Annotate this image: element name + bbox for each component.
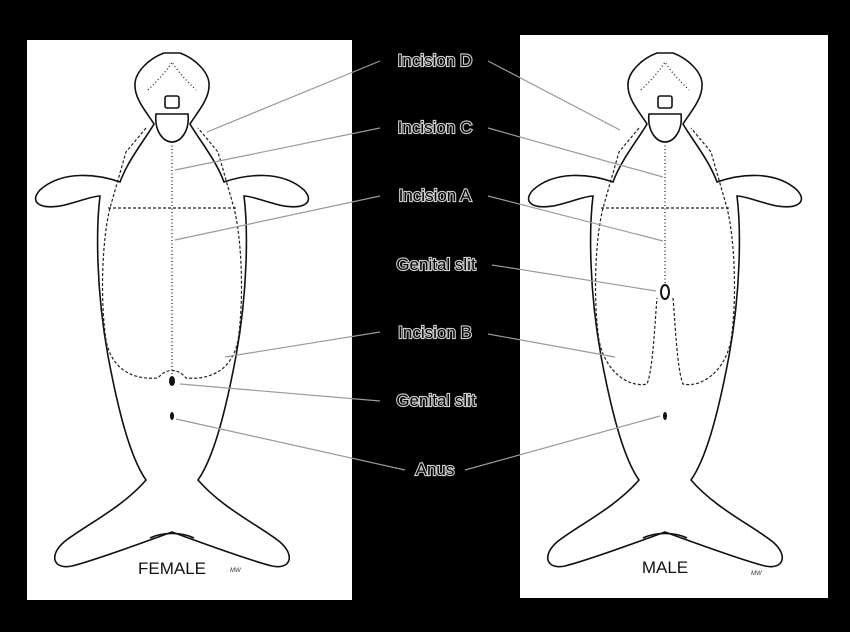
leader-lines xyxy=(174,60,664,471)
leader-incision-a-female xyxy=(174,195,381,241)
male-whale-drawing: MW xyxy=(527,52,803,577)
male-artist-signature: MW xyxy=(751,571,763,577)
male-genital-slit xyxy=(660,284,670,300)
female-caption: FEMALE xyxy=(138,559,206,578)
female-panel: MW FEMALE xyxy=(27,40,352,600)
female-mouth xyxy=(154,113,190,143)
leader-anus-male xyxy=(464,415,661,471)
label-incision-d: Incision D xyxy=(398,51,473,70)
male-caption: MALE xyxy=(642,558,688,577)
label-incision-c: Incision C xyxy=(398,118,473,137)
label-genital-slit-female: Genital slit xyxy=(396,391,476,410)
leader-incision-c-female xyxy=(174,127,381,171)
male-anus xyxy=(663,412,667,420)
male-head-texture xyxy=(640,60,690,91)
male-snout-tip xyxy=(657,95,673,109)
female-artist-signature: MW xyxy=(230,568,242,574)
leader-incision-a-male xyxy=(487,195,664,242)
female-snout-tip xyxy=(164,95,180,109)
female-panel-background xyxy=(27,40,352,600)
label-genital-slit-male: Genital slit xyxy=(396,255,476,274)
leader-incision-d-male xyxy=(487,60,621,131)
female-body-outline xyxy=(34,52,310,568)
labels: Incision D Incision C Incision A Genital… xyxy=(395,50,477,480)
female-genital-slit xyxy=(169,376,175,386)
leader-genital-slit-male xyxy=(491,264,657,292)
female-whale-drawing: MW xyxy=(34,52,310,574)
male-fluke-notch xyxy=(642,532,688,539)
male-mouth xyxy=(647,113,683,143)
label-incision-b: Incision B xyxy=(398,323,472,342)
female-anus xyxy=(170,412,174,420)
male-body-outline xyxy=(527,52,803,568)
leader-anus-female xyxy=(175,418,406,471)
male-incision-outline xyxy=(594,127,736,386)
leader-genital-slit-female xyxy=(179,383,381,402)
male-panel: MW MALE xyxy=(520,35,828,598)
label-anus: Anus xyxy=(416,460,455,479)
male-panel-background xyxy=(520,35,828,598)
female-fluke-notch xyxy=(149,532,195,539)
label-incision-a: Incision A xyxy=(399,186,472,205)
female-head-texture xyxy=(147,60,197,91)
leader-incision-d-female xyxy=(206,60,381,133)
leader-incision-b-female xyxy=(224,331,381,358)
leader-incision-b-male xyxy=(487,333,616,358)
leader-incision-c-male xyxy=(487,127,664,178)
